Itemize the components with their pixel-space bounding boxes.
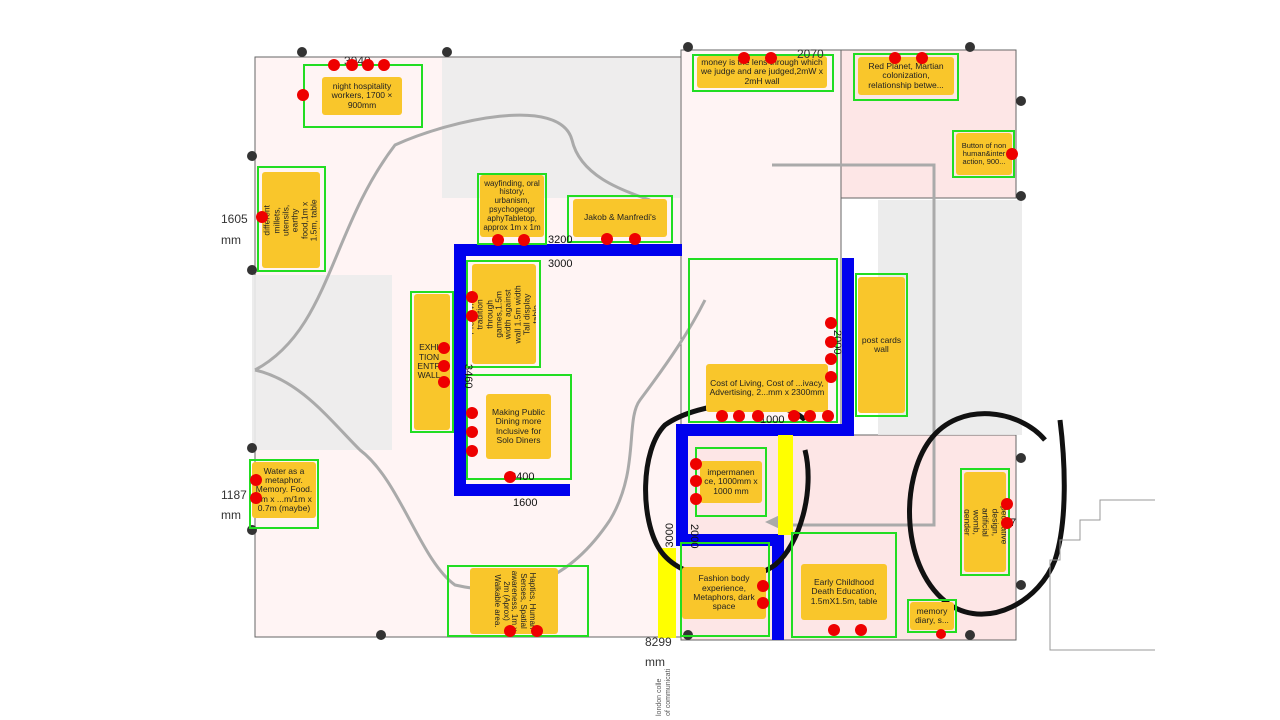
dim-3000-low: 3000 — [664, 523, 676, 548]
card-preserving-tradition[interactable]: Preserving tradition through games,1.5m … — [472, 264, 536, 364]
yellow-bar-right — [778, 435, 793, 535]
card-label: money is the lens through which we judge… — [701, 56, 823, 86]
dim-2000-low: 2000 — [688, 524, 700, 549]
card-label: Making Public Dining more Inclusive for … — [492, 406, 545, 445]
speculative-digit: 7 — [1010, 517, 1017, 529]
card-tribal-cutlery[interactable]: Tribal cutlery, different millets, utens… — [262, 172, 320, 268]
card-exhibition-entry[interactable]: EXHI TION ENTR WALL — [414, 294, 450, 430]
card-red-planet[interactable]: Red Planet, Martian colonization, relati… — [858, 57, 954, 95]
wall-cost-of-living — [676, 258, 854, 640]
card-label: memory diary, s... — [915, 605, 949, 625]
annotation-circle-right — [907, 411, 1067, 617]
zone-post-cards — [855, 273, 908, 417]
dim-3000-top: 3000 — [548, 258, 573, 270]
card-label: impermanen ce, 1000mm x 1000 mm — [704, 466, 758, 496]
stairs-outline — [1049, 499, 1155, 651]
zone-cost-of-living — [688, 258, 838, 423]
dim-1000-cost: 1000 — [760, 414, 785, 426]
footer-communication-text: of communicati — [665, 668, 672, 716]
footer-college-text: london colle — [656, 678, 663, 716]
dim-left-1605: 1605 — [221, 212, 248, 226]
card-label: post cards wall — [861, 334, 902, 354]
card-impermanence[interactable]: impermanen ce, 1000mm x 1000 mm — [700, 461, 762, 503]
card-early-childhood[interactable]: Early Childhood Death Education, 1.5mX1.… — [801, 564, 887, 620]
zone-red-planet — [853, 53, 959, 101]
zone-memory-diary — [907, 599, 957, 633]
dim-3460: 3460 — [462, 364, 474, 389]
zone-haptics — [447, 565, 589, 637]
card-label: Button of non human&inter action, 900... — [961, 140, 1007, 167]
card-speculative-design[interactable]: Speculative design, artificial womb, gen… — [964, 472, 1006, 572]
dim-left-1605-unit: mm — [221, 233, 241, 247]
card-label: Fashion body experience, Metaphors, dark… — [693, 573, 755, 612]
card-label: Jakob & Manfredi's — [583, 212, 657, 223]
zone-money-lens — [692, 54, 834, 92]
dim-top-left: 3040 — [344, 54, 371, 68]
grey-block-left-overlay — [252, 275, 392, 450]
columns — [247, 42, 1026, 640]
dim-bottom-unit: mm — [645, 655, 665, 669]
card-label: Tribal cutlery, different millets, utens… — [262, 195, 320, 245]
dim-bottom-8299: 8299 — [645, 635, 672, 649]
card-label: Cost of Living, Cost of ...ivacy, Advert… — [709, 377, 825, 397]
zone-exhibition-entry — [410, 291, 454, 433]
card-button-non-human[interactable]: Button of non human&inter action, 900... — [956, 133, 1012, 175]
card-memory-diary[interactable]: memory diary, s... — [910, 602, 954, 630]
card-cost-of-living[interactable]: Cost of Living, Cost of ...ivacy, Advert… — [706, 364, 828, 412]
card-label: EXHI TION ENTR WALL — [417, 342, 441, 381]
card-label: Red Planet, Martian colonization, relati… — [868, 60, 944, 90]
card-label: Speculative design, artificial womb, gen… — [964, 500, 1006, 544]
zone-wayfinding — [477, 173, 547, 245]
card-making-public-dining[interactable]: Making Public Dining more Inclusive for … — [486, 394, 551, 459]
yellow-bar-left — [658, 548, 676, 638]
right-route-line — [772, 163, 936, 527]
dim-left-1187: 1187 — [221, 488, 247, 502]
dim-1600: 1600 — [513, 497, 538, 509]
card-label: Water as a metaphor. Memory. Food. 1m x … — [255, 465, 313, 514]
zone-fashion-body — [680, 542, 770, 637]
wall-central — [454, 244, 682, 496]
route-arrow — [765, 514, 782, 530]
card-post-cards[interactable]: post cards wall — [858, 277, 905, 413]
card-money-lens[interactable]: money is the lens through which we judge… — [697, 56, 827, 88]
card-wayfinding[interactable]: wayfinding, oral history, urbanism, psyc… — [480, 175, 544, 237]
card-night-hospitality[interactable]: night hospitality workers, 1700 × 900mm — [322, 77, 402, 115]
dim-3200: 3200 — [548, 234, 573, 246]
dim-2400: 2400 — [510, 471, 535, 483]
dim-2000-right: 2000 — [831, 330, 843, 355]
card-jakob[interactable]: Jakob & Manfredi's — [573, 199, 667, 237]
card-label: Haptics, Human Senses, Spatial awareness… — [492, 570, 537, 632]
zone-early-childhood — [791, 532, 897, 638]
dim-top-mid: 2070 — [797, 47, 824, 61]
card-label: Early Childhood Death Education, 1.5mX1.… — [810, 576, 878, 606]
card-label: wayfinding, oral history, urbanism, psyc… — [483, 178, 541, 232]
card-label: Preserving tradition through games,1.5m … — [472, 284, 536, 344]
dim-left-1187-unit: mm — [221, 508, 241, 522]
card-haptics[interactable]: Haptics, Human Senses, Spatial awareness… — [470, 568, 558, 634]
card-water-metaphor[interactable]: Water as a metaphor. Memory. Food. 1m x … — [252, 462, 316, 518]
zone-jakob — [567, 195, 673, 243]
card-label: night hospitality workers, 1700 × 900mm — [331, 80, 393, 110]
card-fashion-body[interactable]: Fashion body experience, Metaphors, dark… — [682, 567, 766, 619]
